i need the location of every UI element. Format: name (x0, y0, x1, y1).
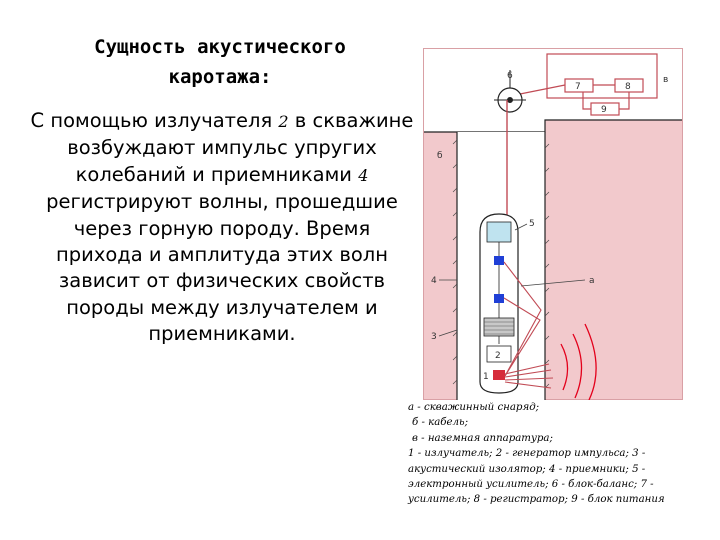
acoustic-logging-diagram: 6 7 8 9 в б 5 4 а 3 2 1 (423, 48, 683, 400)
description-part-1: С помощью излучателя (30, 109, 279, 132)
pulse-generator (486, 345, 512, 363)
isolator-hatching (484, 321, 514, 335)
legend-line-7: усилитель; 8 - регистратор; 9 - блок пит… (408, 494, 665, 506)
wavefronts (560, 323, 597, 400)
receiver-number: 4 (358, 165, 369, 185)
receiver-upper (494, 256, 504, 265)
title-line-2: каротажа: (168, 66, 272, 88)
label-a: а (589, 276, 595, 286)
slide-title: Сущность акустического каротажа: (40, 32, 400, 92)
legend-line-6: электронный усилитель; 6 - блок-баланс; … (408, 479, 654, 491)
label-4: 4 (431, 276, 437, 286)
surface-equipment-frame (546, 53, 658, 99)
legend-line-4: 1 - излучатель; 2 - генератор импульса; … (408, 448, 646, 460)
label-5: 5 (529, 219, 535, 229)
link-7-9 (582, 92, 591, 110)
label-3: 3 (431, 332, 437, 342)
label-6: 6 (507, 71, 513, 81)
pointer-3 (438, 329, 458, 337)
link-9-8 (619, 92, 630, 110)
pointer-5 (514, 223, 528, 231)
emitter-number: 2 (278, 112, 289, 131)
label-b: б (437, 151, 443, 161)
diagram-legend: а - скважинный снаряд; б - кабель; в - н… (408, 400, 698, 508)
legend-line-3: в - наземная аппаратура; (412, 432, 553, 444)
legend-line-5: акустический изолятор; 4 - приемники; 5 … (408, 463, 646, 475)
description-part-3: регистрируют волны, прошедшие через горн… (46, 190, 398, 346)
wall-hatching (452, 139, 550, 389)
label-1: 1 (483, 372, 489, 382)
emitter (493, 370, 505, 380)
label-9: 9 (601, 105, 607, 115)
label-2: 2 (495, 351, 501, 361)
label-8: 8 (625, 82, 631, 92)
legend-line-1: а - скважинный снаряд; (408, 402, 540, 413)
pointer-a (520, 279, 586, 287)
title-line-1: Сущность акустического (94, 36, 346, 58)
description-text: С помощью излучателя 2 в скважине возбуж… (30, 108, 414, 348)
description-part-2: в скважине возбуждают импульс упругих ко… (67, 109, 414, 186)
receiver-lower (494, 294, 504, 303)
legend-line-2: б - кабель; (412, 417, 469, 429)
acoustic-isolator (483, 317, 515, 337)
label-7: 7 (575, 82, 581, 92)
wave-paths (503, 261, 554, 389)
label-v: в (663, 75, 668, 85)
tool-section-5-electronics (486, 221, 512, 243)
figure-frame (423, 48, 683, 400)
